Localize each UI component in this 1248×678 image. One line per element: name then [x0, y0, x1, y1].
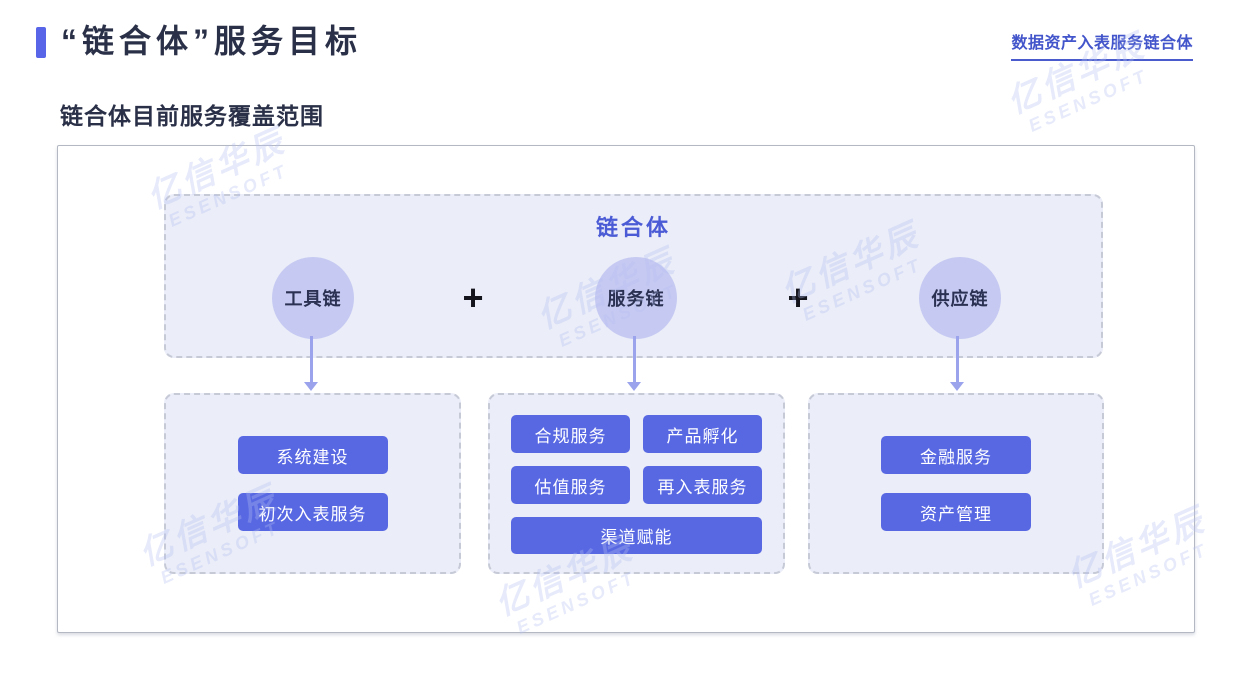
- chain-group-box: 链合体 工具链 + 服务链 + 供应链: [164, 194, 1103, 358]
- down-arrow-line: [956, 336, 959, 383]
- chain-circle-supply: 供应链: [919, 257, 1001, 339]
- supply-chain-services-box: 金融服务 资产管理: [808, 393, 1104, 574]
- service-chain-services-box: 合规服务 产品孵化 估值服务 再入表服务 渠道赋能: [488, 393, 785, 574]
- down-arrow-line: [633, 336, 636, 383]
- header-link[interactable]: 数据资产入表服务链合体: [1011, 29, 1193, 61]
- plus-sign: +: [462, 277, 484, 318]
- service-tag: 资产管理: [881, 493, 1031, 531]
- down-arrow-icon: [950, 382, 964, 391]
- chain-circle-supply-label: 供应链: [931, 289, 989, 309]
- down-arrow-icon: [304, 382, 318, 391]
- chain-circle-service-label: 服务链: [607, 289, 665, 309]
- tool-chain-services-box: 系统建设 初次入表服务: [164, 393, 461, 574]
- title-accent-bar: [36, 27, 46, 58]
- chain-circle-tool: 工具链: [272, 257, 354, 339]
- chain-circle-tool-label: 工具链: [284, 289, 342, 309]
- service-tag: 金融服务: [881, 436, 1031, 474]
- service-tag: 产品孵化: [643, 415, 762, 453]
- service-tag: 估值服务: [511, 466, 630, 504]
- service-tag: 再入表服务: [643, 466, 762, 504]
- service-tag: 初次入表服务: [237, 493, 388, 531]
- down-arrow-line: [310, 336, 313, 383]
- service-tag: 合规服务: [511, 415, 630, 453]
- plus-sign: +: [787, 277, 809, 318]
- page-title: “链合体”服务目标: [61, 23, 363, 59]
- diagram-canvas: 链合体 工具链 + 服务链 + 供应链 系统建设 初次入表服务 合规服务 产品孵…: [57, 145, 1195, 633]
- down-arrow-icon: [627, 382, 641, 391]
- chain-group-title: 链合体: [595, 215, 671, 240]
- section-subtitle: 链合体目前服务覆盖范围: [60, 103, 324, 129]
- chain-circle-service: 服务链: [595, 257, 677, 339]
- watermark-en: ESENSOFT: [1025, 65, 1152, 136]
- service-tag: 渠道赋能: [511, 517, 762, 554]
- service-tag: 系统建设: [237, 436, 388, 474]
